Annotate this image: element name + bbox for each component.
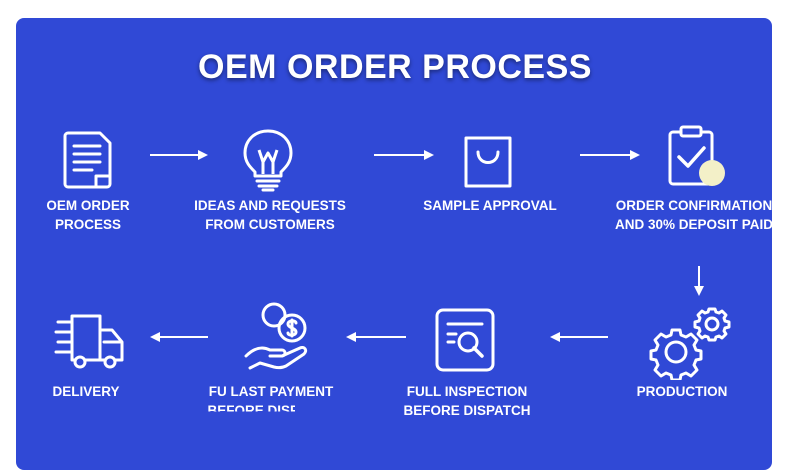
step-label-delivery: DELIVERY [36,382,136,401]
arrow-right [374,150,434,160]
step-label-line: AND 30% DEPOSIT PAID [614,217,774,232]
step-label-line: DELIVERY [52,384,120,399]
step-label-oem-order: OEM ORDER PROCESS [40,196,136,234]
step-label-line: FU LAST PAYMENT [208,384,334,399]
delivery-truck-icon [54,314,124,369]
arrow-left [550,332,608,342]
step-label-sample-approval: SAMPLE APPROVAL [410,196,570,215]
gears-icon [649,307,731,380]
step-label-ideas: IDEAS AND REQUESTS FROM CUSTOMERS [180,196,360,234]
step-label-line: OEM ORDER [46,198,130,213]
inspection-icon [435,308,495,372]
step-label-last-payment: FU LAST PAYMENT BEFORE DISPATCH [196,382,346,420]
step-label-production: PRODUCTION [620,382,744,401]
step-label-line: BEFORE DISPATCH [207,403,335,418]
step-label-line: FULL INSPECTION [406,384,528,399]
step-label-line: SAMPLE APPROVAL [423,198,557,213]
lightbulb-icon [243,129,293,192]
step-label-order-confirmation: ORDER CONFIRMATION AND 30% DEPOSIT PAID [604,196,784,234]
step-label-line: IDEAS AND REQUESTS [194,198,346,213]
step-label-line: FROM CUSTOMERS [205,217,335,232]
arrow-right [150,150,208,160]
shopping-bag-icon [464,136,512,188]
diagram-title: OEM ORDER PROCESS [198,48,592,86]
payment-hand-icon [244,302,308,370]
arrow-left [150,332,208,342]
step-label-full-inspection: FULL INSPECTION BEFORE DISPATCH [392,382,542,420]
step-label-line: ORDER CONFIRMATION [615,198,773,213]
clipboard-check-icon [668,125,725,186]
process-panel [16,18,772,470]
step-label-line: BEFORE DISPATCH [403,403,531,418]
arrow-right [580,150,640,160]
arrow-left [346,332,406,342]
step-label-line: PRODUCTION [636,384,728,399]
step-label-line: PROCESS [54,217,122,232]
arrow-down [694,266,704,296]
document-icon [63,131,112,189]
